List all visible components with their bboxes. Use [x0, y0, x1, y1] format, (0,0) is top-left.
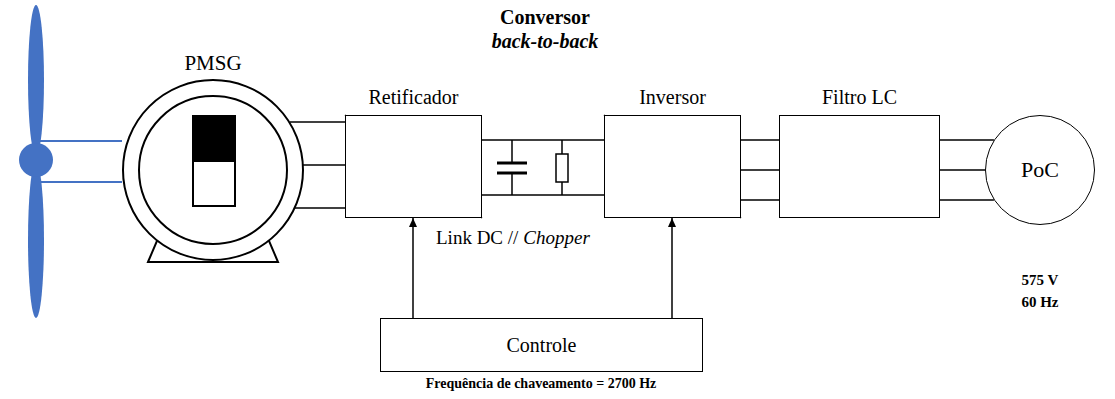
annotation-label: Chopper: [523, 228, 590, 249]
connector: [672, 218, 673, 318]
node-label: PMSG: [184, 52, 241, 75]
block-box: Inversor: [604, 115, 741, 218]
connector: [413, 218, 414, 318]
node-label: Retificador: [369, 86, 459, 108]
block-box: Retificador: [345, 115, 482, 218]
annotation-label: 575 V: [1022, 272, 1059, 289]
node-label: Controle: [507, 334, 577, 356]
annotation-label: 60 Hz: [1021, 294, 1058, 311]
wind-turbine: [19, 5, 122, 318]
annotation-label: Link DC //: [436, 228, 518, 249]
node-label: PoC: [1021, 158, 1059, 182]
connector: [741, 140, 779, 200]
dc-link: [497, 140, 568, 195]
poc-circle: PoC: [985, 115, 1095, 225]
annotation-label: Frequência de chaveamento = 2700 Hz: [426, 376, 657, 391]
annotation-label: Conversor: [500, 6, 590, 28]
connector: [482, 140, 604, 195]
generator-drawing: [123, 80, 303, 262]
block-box: Controle: [380, 318, 703, 372]
node-label: Filtro LC: [822, 86, 897, 108]
generator-node: PMSG: [123, 52, 303, 262]
block-box: Filtro LC: [779, 115, 940, 218]
inverter-symbols: [604, 115, 741, 218]
node-label: Inversor: [639, 86, 706, 108]
annotation-label: back-to-back: [492, 30, 599, 52]
rectifier-symbols: [345, 115, 482, 218]
